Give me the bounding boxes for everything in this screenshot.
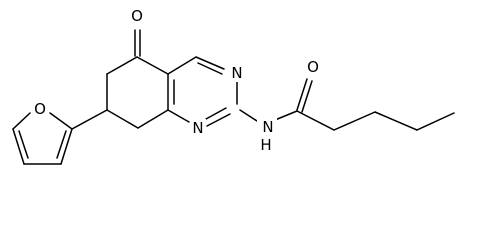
bond-chain-4 — [416, 112, 455, 131]
bond-amide-carbonyl-double-a — [296, 78, 308, 111]
chemical-structure-diagram: O N N N H O O — [12, 7, 455, 165]
amide-hydrogen-label: H — [260, 136, 271, 154]
bond-furan-c2-o — [49, 112, 73, 130]
bond-c4a-c5 — [136, 56, 169, 75]
bond-chain-3 — [374, 111, 418, 131]
bond-c4a-c4 — [167, 56, 197, 75]
bond-c7-c8 — [106, 109, 139, 129]
bond-furan-o-c5 — [12, 112, 31, 130]
bond-furan-c5-c4 — [12, 128, 25, 165]
bond-amide-carbonyl-double-b — [301, 80, 313, 113]
bond-c2-n1-inner — [205, 107, 227, 120]
pyrimidine-nitrogen-top-label: N — [231, 64, 242, 82]
furan-oxygen-label: O — [34, 100, 46, 118]
bond-c4-n3 — [195, 56, 225, 70]
carbonyl-oxygen-label: O — [131, 7, 143, 25]
bond-n1-c8a — [167, 109, 190, 123]
bond-c7-furan — [71, 109, 108, 130]
bond-c8-c8a — [137, 109, 169, 129]
bond-furan-c3-c2 — [60, 128, 73, 165]
bond-c5-c6 — [106, 56, 138, 75]
bond-c4-n3-inner — [197, 62, 223, 75]
bond-chain-1 — [296, 110, 335, 131]
bond-c2-nh — [239, 109, 258, 122]
bond-chain-2 — [333, 111, 376, 131]
bond-furan-c3-c2-inner — [56, 130, 67, 159]
bonds — [12, 29, 455, 165]
bond-nh-carbonyl — [274, 110, 298, 121]
amide-oxygen-label: O — [307, 58, 319, 76]
bond-c2-n1 — [206, 113, 231, 127]
atom-labels: O N N N H O O — [32, 7, 321, 154]
bond-furan-c5-c4-inner — [18, 130, 29, 159]
pyrimidine-nitrogen-bottom-label: N — [192, 119, 203, 137]
amide-nitrogen-label: N — [262, 118, 273, 136]
